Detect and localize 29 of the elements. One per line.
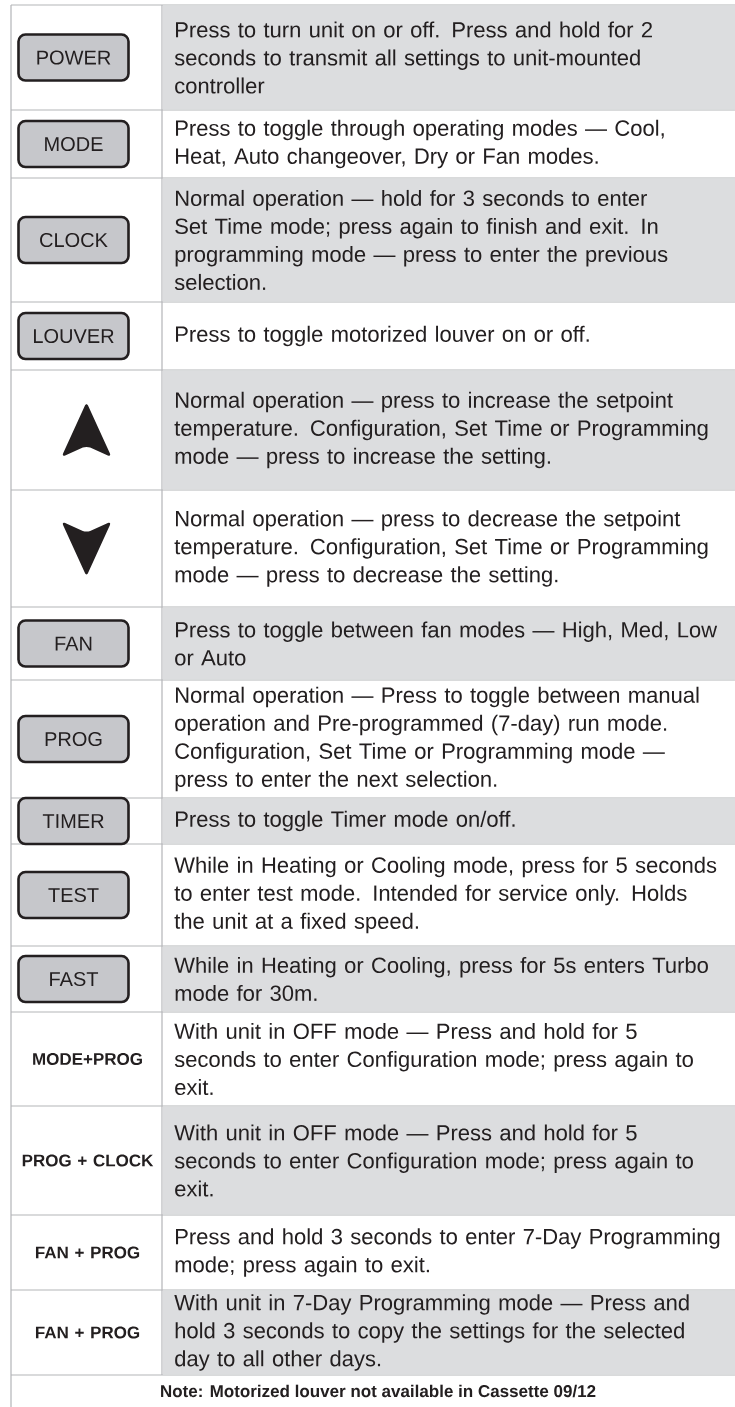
key-combination: PROG + CLOCK <box>22 1154 154 1167</box>
description-cell: Press to toggle Timer mode on/off. <box>162 798 735 844</box>
button: TIMER <box>17 796 130 846</box>
button: TEST <box>17 870 130 920</box>
button: PROG <box>17 714 130 764</box>
button: LOUVER <box>17 311 130 361</box>
description-cell: Normal operation — Press to toggle between manual operation and Pre-programmed (7-day) run mode. Configuration, Set Time or Programming mode — press to enter the next selection. <box>175 686 699 792</box>
button: FAST <box>17 954 130 1004</box>
description-cell: Press to toggle between fan modes — High, Med, Low or Auto <box>162 607 735 680</box>
description-cell: Normal operation — hold for 3 seconds to enter Set Time mode; press again to finish and exit. In programming mode — press to enter the previous selection. <box>162 178 735 302</box>
description-cell: With unit in OFF mode — Press and hold for 5 seconds to enter Configuration mode; press again to exit. <box>162 1106 735 1215</box>
description-cell: While in Heating or Cooling mode, press for 5 seconds to enter test mode. Intended for service only. Holds the unit at a fixed speed. <box>174 856 717 934</box>
description-cell: While in Heating or Cooling, press for 5s enters Turbo mode for 30m. <box>162 946 735 1012</box>
button: POWER <box>17 33 130 82</box>
description-cell: Normal operation — press to increase the setpoint temperature. Configuration, Set Time or Programming mode — press to increase the setting. <box>162 370 735 490</box>
button: CLOCK <box>17 215 130 265</box>
button: MODE <box>17 119 130 169</box>
footnote: Note: Motorized louver not available in Cassette 09/12 <box>161 1384 596 1398</box>
key-combination: FAN + PROG <box>36 1246 140 1259</box>
description-cell: Press to turn unit on or off. Press and hold for 2 seconds to transmit all settings to unit-mounted controller <box>162 5 735 110</box>
description-cell: Press and hold 3 seconds to enter 7-Day Programming mode; press again to exit. <box>175 1228 720 1277</box>
key-combination: MODE+PROG <box>33 1053 142 1066</box>
description-cell: With unit in 7-Day Programming mode — Press and hold 3 seconds to copy the settings for the selected day to all other days. <box>162 1290 735 1375</box>
description-cell: Press to toggle motorized louver on or off. <box>176 325 589 347</box>
description-cell: With unit in OFF mode — Press and hold for 5 seconds to enter Configuration mode; press again to exit. <box>174 1022 693 1096</box>
key-combination: FAN + PROG <box>36 1326 140 1339</box>
button: FAN <box>17 619 130 668</box>
description-cell: Normal operation — press to decrease the setpoint temperature. Configuration, Set Time or Programming mode — press to decrease the setting. <box>174 510 708 587</box>
description-cell: Press to toggle through operating modes — Cool, Heat, Auto changeover, Dry or Fan modes. <box>176 119 664 169</box>
